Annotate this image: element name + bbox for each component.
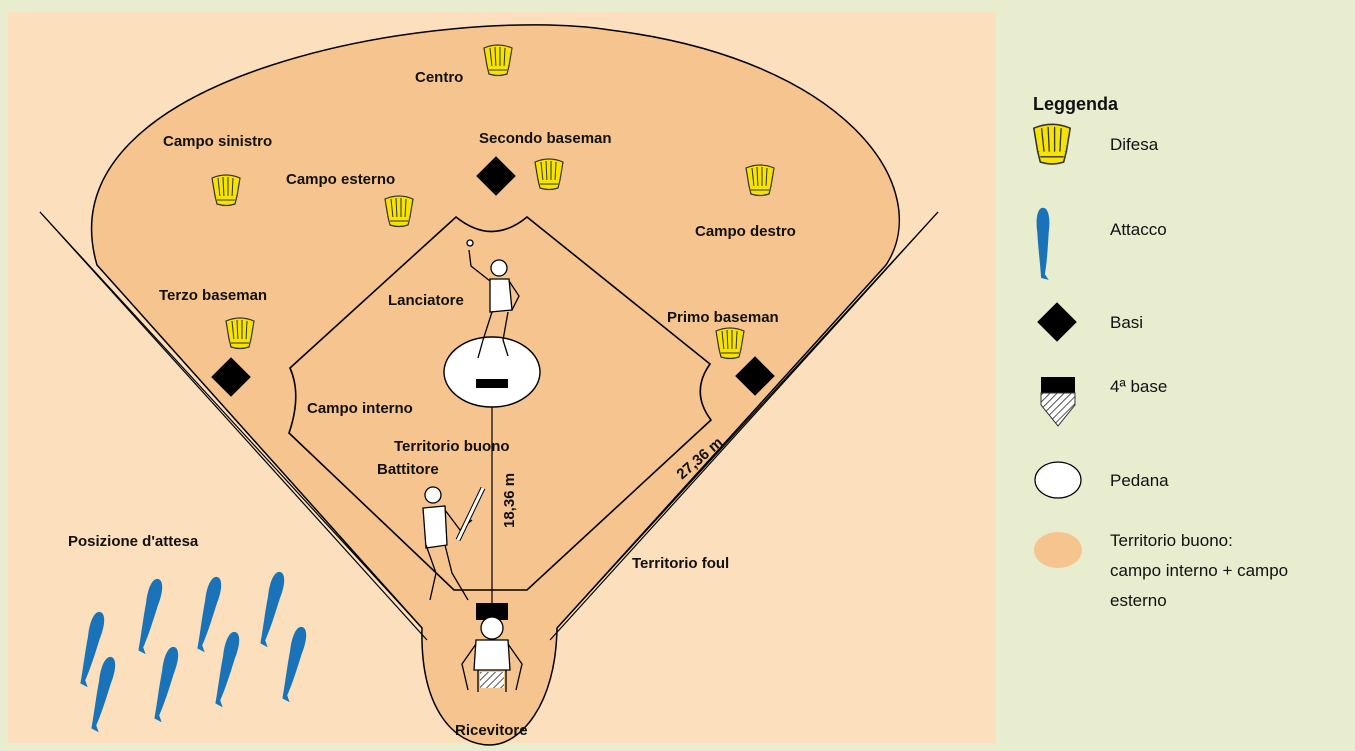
label-pitch-distance: 18,36 m (501, 473, 518, 528)
first-base (735, 356, 775, 396)
label-right-field: Campo destro (695, 223, 796, 240)
pitchers-mound-icon (1034, 461, 1082, 499)
label-left-field: Campo sinistro (163, 133, 272, 150)
label-center: Centro (415, 69, 463, 86)
fielder-first-baseman (715, 327, 745, 360)
home-plate (476, 603, 508, 620)
pitcher-figure (466, 239, 520, 359)
label-waiting-position: Posizione d'attesa (68, 533, 199, 550)
label-catcher: Ricevitore (455, 722, 528, 739)
fielder-second-baseman (534, 158, 564, 191)
legend-label-home-plate: 4ª base (1110, 377, 1167, 396)
legend-label-fair-1: Territorio buono: (1110, 531, 1233, 550)
pitchers-mound (443, 336, 541, 408)
legend-label-mound: Pedana (1110, 471, 1169, 490)
fielder-left-field (211, 174, 241, 207)
label-infield: Campo interno (307, 400, 413, 417)
defense-icon (1033, 123, 1071, 165)
fielder-right-field (745, 164, 775, 197)
label-fair-territory: Territorio buono (394, 438, 510, 455)
batter-figure (422, 486, 486, 601)
label-second-baseman: Secondo baseman (479, 130, 612, 147)
foul-line-left (39, 211, 423, 629)
legend-label-attack: Attacco (1110, 220, 1167, 239)
label-third-baseman: Terzo baseman (159, 287, 267, 304)
infield-outline (288, 215, 713, 591)
fielder-outfield (384, 195, 414, 228)
home-plate-icon (1040, 377, 1076, 427)
fielder-center (483, 44, 513, 77)
legend-label-bases: Basi (1110, 313, 1143, 332)
label-foul-territory: Territorio foul (632, 555, 729, 572)
catcher-figure (461, 616, 523, 692)
legend-label-defense: Difesa (1110, 135, 1159, 154)
label-pitcher: Lanciatore (388, 292, 464, 309)
label-batter: Battitore (377, 461, 439, 478)
label-first-baseman: Primo baseman (667, 309, 779, 326)
legend-title: Leggenda (1033, 94, 1119, 114)
legend-label-fair-2: campo interno + campo (1110, 561, 1288, 580)
legend-label-fair-3: esterno (1110, 591, 1167, 610)
fielder-third-baseman (225, 317, 255, 350)
label-outfield: Campo esterno (286, 171, 395, 188)
pitchers-plate (476, 379, 508, 388)
fair-territory-swatch (1034, 532, 1082, 568)
